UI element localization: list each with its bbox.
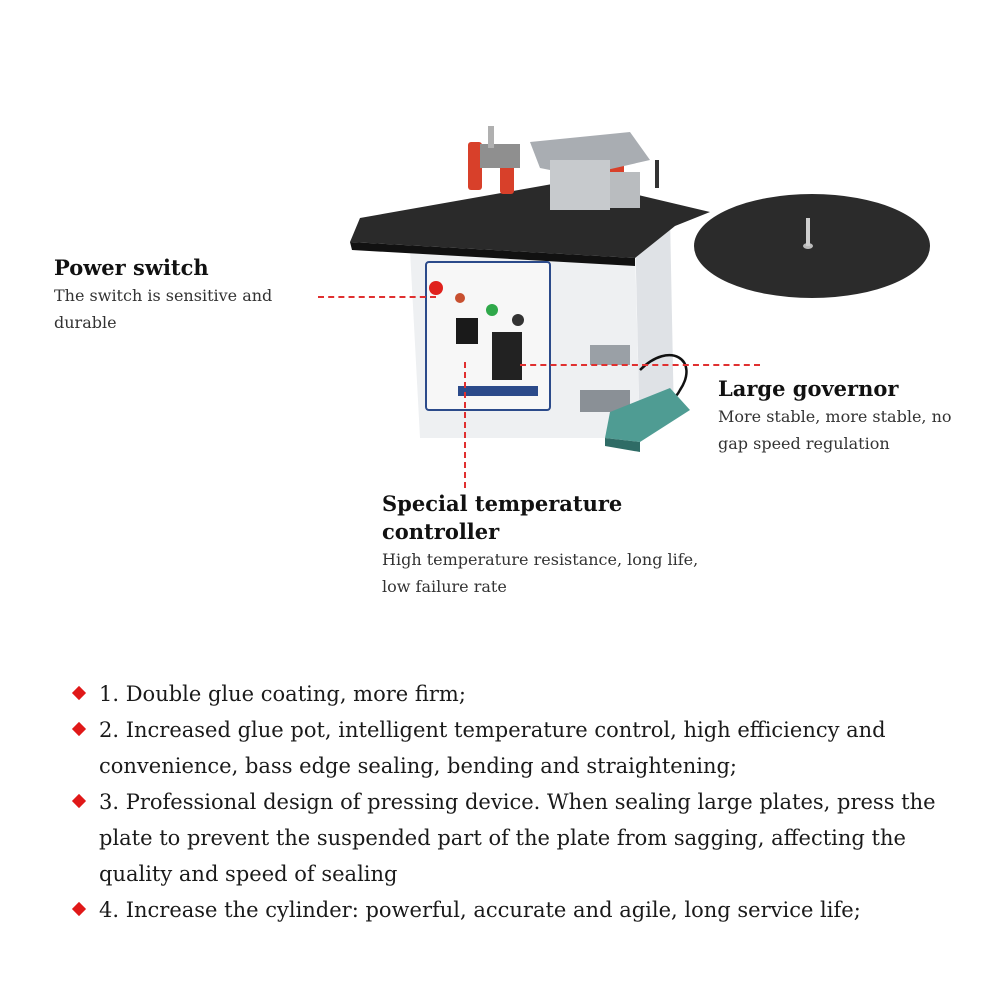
disc-pin bbox=[806, 218, 810, 246]
temperature-display bbox=[456, 318, 478, 344]
side-fitting-1 bbox=[590, 345, 630, 365]
red-diamond-bullet-icon bbox=[71, 685, 87, 701]
foot-pedal bbox=[605, 388, 690, 442]
glue-roller-1 bbox=[468, 142, 482, 190]
feature-item-3: 3. Professional design of pressing devic… bbox=[70, 784, 950, 892]
red-diamond-bullet-icon bbox=[71, 793, 87, 809]
temp-controller-title-line2: controller bbox=[382, 519, 500, 544]
panel-label bbox=[458, 386, 538, 396]
tabletop-edge bbox=[350, 242, 635, 266]
power-switch-red-button bbox=[429, 281, 443, 295]
temp-controller-desc-line2: low failure rate bbox=[382, 577, 507, 596]
governor-desc-line1: More stable, more stable, no bbox=[718, 407, 952, 426]
foot-pedal-base bbox=[605, 438, 640, 452]
side-fitting-2 bbox=[580, 390, 630, 412]
red-diamond-bullet-icon bbox=[71, 901, 87, 917]
governor-knob bbox=[512, 314, 524, 326]
temp-controller-leader-line bbox=[464, 362, 466, 488]
feature-1-line1: 1. Double glue coating, more firm; bbox=[99, 682, 466, 706]
feature-3-line3: quality and speed of sealing bbox=[99, 862, 398, 886]
power-switch-desc-line1: The switch is sensitive and bbox=[54, 286, 273, 305]
feature-2-line1: 2. Increased glue pot, intelligent tempe… bbox=[99, 718, 886, 742]
temp-controller-title-line1: Special temperature bbox=[382, 491, 623, 516]
green-indicator bbox=[486, 304, 498, 316]
power-switch-leader-line bbox=[318, 296, 436, 298]
temp-controller-callout: Special temperature controller High temp… bbox=[382, 490, 698, 600]
feature-item-4: 4. Increase the cylinder: powerful, accu… bbox=[70, 892, 950, 928]
roller-bracket bbox=[480, 144, 520, 168]
red-diamond-bullet-icon bbox=[71, 721, 87, 737]
governor-box bbox=[492, 332, 522, 380]
governor-title: Large governor bbox=[718, 376, 899, 401]
pressing-plate bbox=[610, 172, 640, 208]
power-switch-title: Power switch bbox=[54, 255, 209, 280]
adjust-screw bbox=[488, 126, 494, 148]
power-switch-callout: Power switch The switch is sensitive and… bbox=[54, 254, 272, 336]
feature-item-2: 2. Increased glue pot, intelligent tempe… bbox=[70, 712, 950, 784]
power-switch-knob bbox=[455, 293, 465, 303]
governor-desc-line2: gap speed regulation bbox=[718, 434, 890, 453]
temp-controller-desc-line1: High temperature resistance, long life, bbox=[382, 550, 699, 569]
feature-4-line1: 4. Increase the cylinder: powerful, accu… bbox=[99, 898, 861, 922]
governor-callout: Large governor More stable, more stable,… bbox=[718, 375, 952, 457]
edge-banding-machine-illustration bbox=[350, 126, 930, 452]
feature-item-1: 1. Double glue coating, more firm; bbox=[70, 676, 950, 712]
feature-3-line1: 3. Professional design of pressing devic… bbox=[99, 790, 936, 814]
lever bbox=[655, 160, 659, 188]
feature-list: 1. Double glue coating, more firm; 2. In… bbox=[70, 676, 950, 928]
feature-2-line2: convenience, bass edge sealing, bending … bbox=[99, 754, 738, 778]
feature-3-line2: plate to prevent the suspended part of t… bbox=[99, 826, 906, 850]
pressing-housing bbox=[550, 160, 610, 210]
power-switch-desc-line2: durable bbox=[54, 313, 117, 332]
governor-leader-line bbox=[520, 364, 760, 366]
cabinet-side bbox=[635, 216, 674, 438]
